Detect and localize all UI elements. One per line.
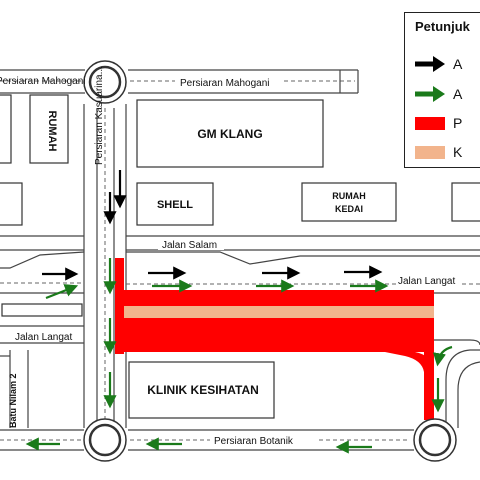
building-rumah-kedai-label-2: KEDAI [335, 204, 363, 214]
road-label-jalan-langat-right: Jalan Langat [398, 276, 455, 287]
legend-title: Petunjuk [415, 19, 470, 34]
legend-item-red: P [413, 114, 480, 132]
building-shell [136, 182, 214, 226]
road-label-kasuarina: Persiaran Kasuarina... [94, 66, 105, 165]
building-rumah-kedai [301, 182, 397, 222]
building-rumah [29, 94, 69, 164]
green-arrow-icon [432, 345, 453, 367]
road-label-botanik: Persiaran Botanik [214, 436, 294, 447]
road-persiaran-kasuarina [83, 104, 127, 428]
black-arrows [42, 170, 383, 281]
building-rumah-kedai-label-1: RUMAH [332, 191, 366, 201]
road-label-jalan-salam: Jalan Salam [162, 240, 217, 251]
road-label-mahogani-left: Persiaran Mahogani [0, 76, 86, 87]
construction-zone [115, 258, 434, 420]
road-right-curve [410, 339, 480, 428]
red-swatch [415, 117, 445, 130]
building-gm-klang [136, 99, 324, 168]
legend-item-green-arrow: A [413, 85, 480, 103]
building-left-mid [0, 182, 23, 226]
road-label-jalan-langat-left: Jalan Langat [15, 332, 72, 343]
legend-item-tan: K [413, 143, 480, 161]
roundabout-bottom-right [413, 418, 457, 462]
building-klinik-label: KLINIK KESIHATAN [147, 383, 259, 397]
green-arrow-icon [45, 284, 79, 300]
building-klinik [128, 361, 275, 419]
tan-swatch [415, 146, 445, 159]
roundabout-top-left [83, 60, 127, 104]
green-arrows [25, 258, 453, 454]
legend: Petunjuk A A P K [404, 12, 480, 168]
building-left-edge [0, 94, 12, 164]
road-persiaran-botanik [0, 350, 414, 451]
building-shell-label: SHELL [157, 199, 193, 211]
roundabout-bottom-left [83, 418, 127, 462]
legend-item-label: A [453, 86, 463, 102]
legend-item-label: K [453, 144, 463, 160]
green-arrow-icon [415, 86, 445, 102]
road-label-batu-nilam: Batu Nilam 2 [8, 373, 18, 428]
building-rumah-label: RUMAH [46, 111, 58, 152]
legend-item-label: P [453, 115, 463, 131]
building-right-edge [451, 182, 480, 222]
road-label-mahogani: Persiaran Mahogani [180, 78, 270, 89]
black-arrow-icon [415, 56, 445, 72]
building-gm-klang-label: GM KLANG [197, 127, 262, 141]
legend-item-label: A [453, 56, 463, 72]
legend-item-black-arrow: A [413, 55, 480, 73]
